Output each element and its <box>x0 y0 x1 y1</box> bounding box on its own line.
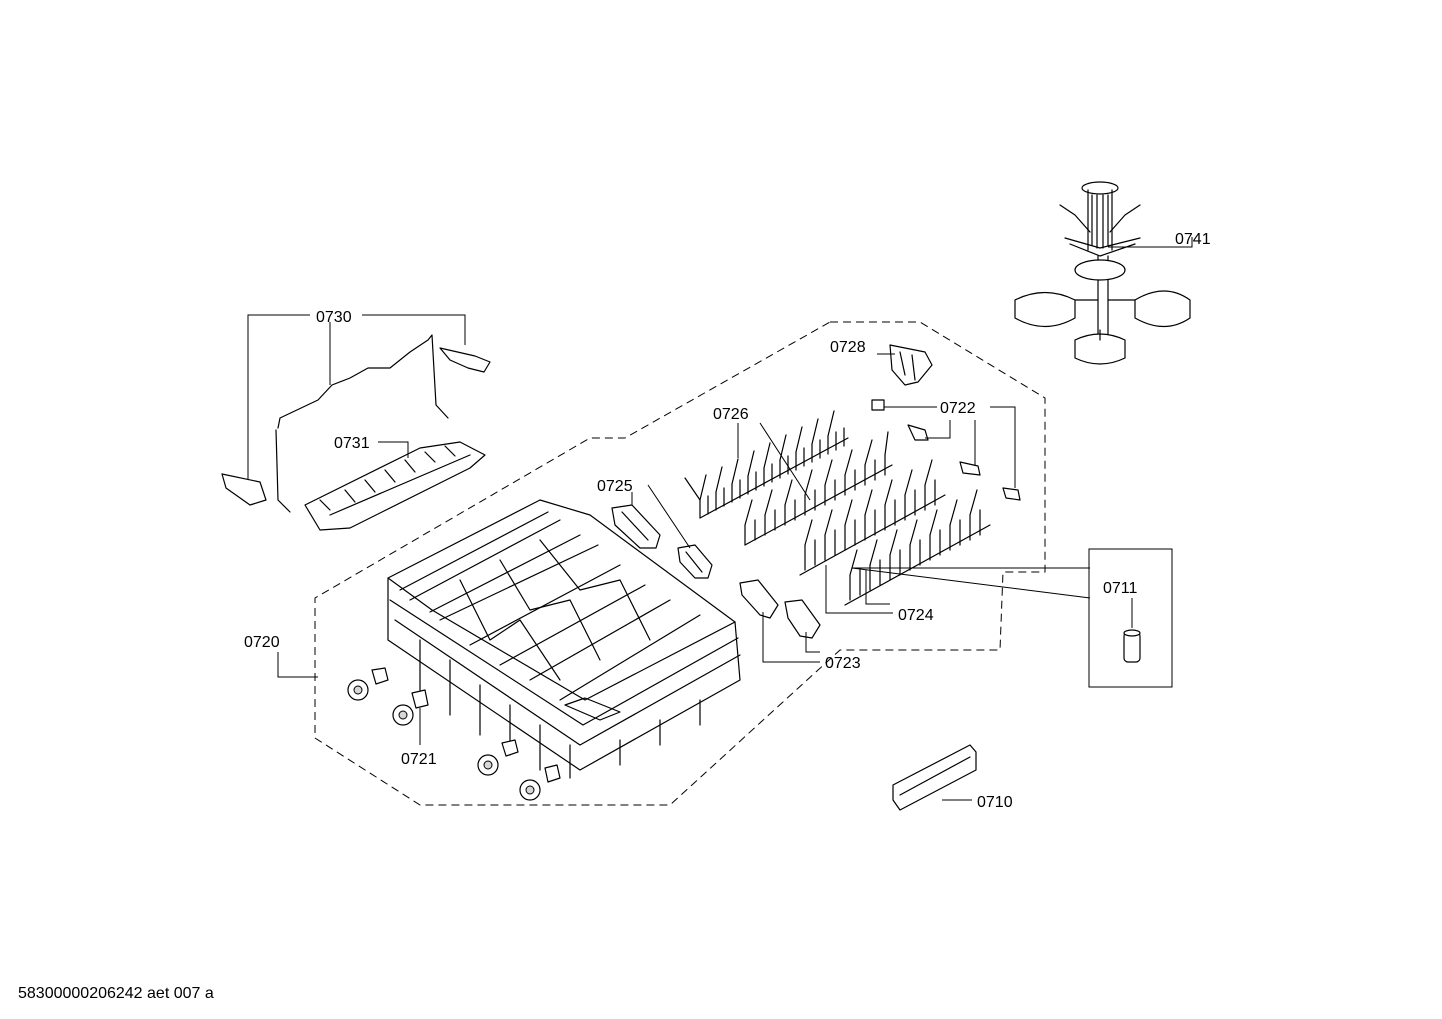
part-0726-tine-racks <box>684 410 893 546</box>
part-0723-clips <box>739 579 821 639</box>
label-0723: 0723 <box>825 655 861 672</box>
part-0725-clips <box>611 504 713 579</box>
label-0728: 0728 <box>830 339 866 356</box>
label-0726: 0726 <box>713 406 749 423</box>
part-0730-wire-holder <box>221 334 491 513</box>
part-0724-tine-racks <box>799 459 991 606</box>
part-0728-clip <box>889 344 933 386</box>
label-0721: 0721 <box>401 751 437 768</box>
part-0722-small-clips <box>871 399 1021 501</box>
part-0720-lower-basket <box>387 499 741 779</box>
part-0710-strip <box>892 744 977 811</box>
label-0741: 0741 <box>1175 231 1211 248</box>
detail-box-0711 <box>1088 548 1173 688</box>
label-0731: 0731 <box>334 435 370 452</box>
part-0721-rollers <box>347 667 561 801</box>
label-0711: 0711 <box>1103 580 1138 597</box>
label-0710: 0710 <box>977 794 1013 811</box>
label-0724: 0724 <box>898 607 934 624</box>
part-0741-glass-holder <box>1014 181 1191 365</box>
part-0711-pin <box>1123 629 1141 663</box>
label-0720: 0720 <box>244 634 280 651</box>
part-0731-cutlery-shelf <box>304 441 486 531</box>
footer-drawing-id: 58300000206242 aet 007 a <box>18 985 214 1002</box>
label-0725: 0725 <box>597 478 633 495</box>
label-0722: 0722 <box>940 400 976 417</box>
label-0730: 0730 <box>316 309 352 326</box>
basket-assembly-outline <box>314 321 1046 806</box>
